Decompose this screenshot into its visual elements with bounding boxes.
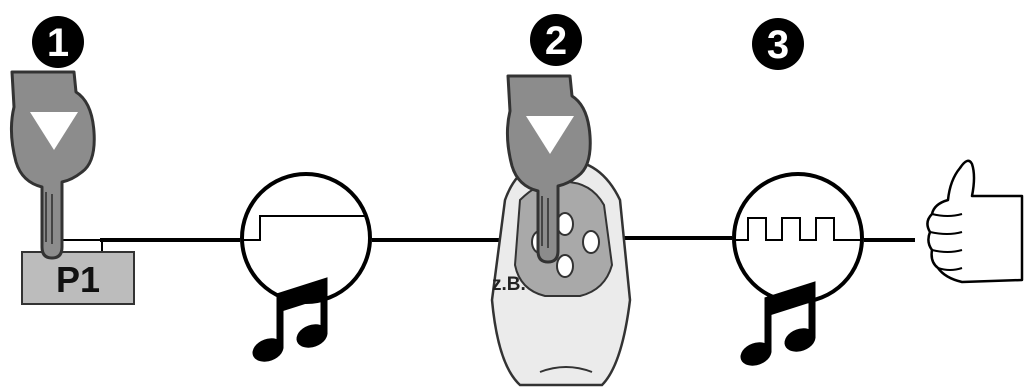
step-1-number: 1 — [47, 21, 69, 65]
step-2-badge: 2 — [530, 14, 582, 66]
remote-icon: z.B. — [492, 160, 630, 385]
step-1-badge: 1 — [32, 16, 84, 68]
button-p1: P1 — [22, 240, 134, 304]
step-3-number: 3 — [767, 23, 789, 67]
music-note-icon-2 — [737, 286, 819, 370]
signal-pulse-icon — [734, 174, 862, 302]
thumbs-up-icon — [927, 161, 1022, 282]
p1-label: P1 — [56, 259, 100, 300]
remote-hint-label: z.B. — [492, 274, 526, 295]
music-note-icon — [249, 282, 331, 366]
signal-step-icon — [242, 174, 370, 302]
step-2-number: 2 — [545, 19, 567, 63]
hand-press-icon — [11, 72, 94, 258]
step-3-badge: 3 — [752, 18, 804, 70]
